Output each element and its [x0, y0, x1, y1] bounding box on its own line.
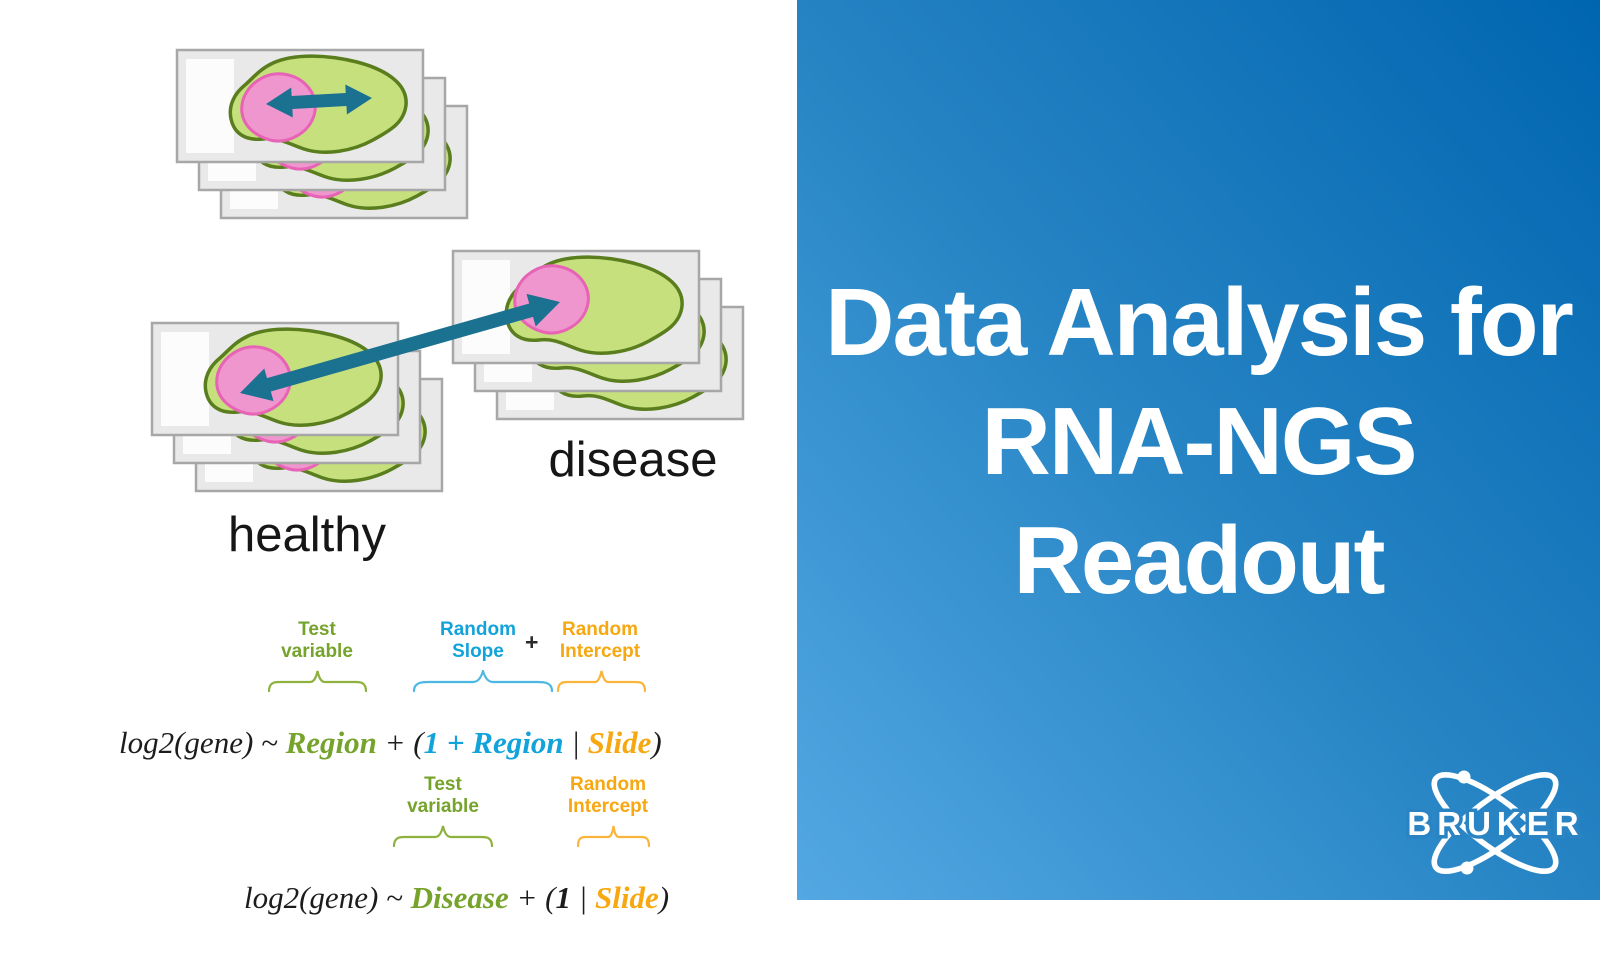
title-line-1: Data Analysis for [825, 269, 1574, 376]
annotation-test-variable-1: Test variable [247, 619, 387, 663]
eq-one-term: 1 [555, 880, 571, 915]
annotation-random-intercept-1: Random Intercept [532, 619, 668, 663]
disease-compare-arrow [240, 293, 560, 402]
eq-operator: + ( [508, 880, 556, 915]
brace-random-intercept-2 [577, 825, 650, 848]
annotation-random-slope: Random Slope [408, 619, 548, 663]
page-title: Data Analysis for RNA-NGS Readout [797, 263, 1600, 620]
eq-bar: | [570, 880, 595, 915]
eq-operator: + ( [376, 725, 424, 760]
bruker-logo: BRUKER [1404, 770, 1584, 875]
annotation-line: Random [562, 619, 638, 640]
eq-intercept-term: Slide [587, 725, 652, 760]
eq-bar: | [563, 725, 588, 760]
tissue-slides-illustration: healthy disease [0, 0, 745, 562]
annotation-line: Test [424, 774, 462, 795]
annotation-random-intercept-2: Random Intercept [540, 774, 676, 818]
title-panel: Data Analysis for RNA-NGS Readout [797, 0, 1600, 900]
annotation-line: variable [407, 796, 479, 817]
slide-stack-top [177, 50, 467, 218]
annotation-test-variable-2: Test variable [373, 774, 513, 818]
annotation-line: Slope [452, 641, 504, 662]
slide-stack-disease [451, 249, 745, 421]
title-line-3: Readout [1013, 507, 1386, 614]
disease-label: disease [549, 433, 718, 487]
eq-intercept-term: Slide [595, 880, 659, 915]
region-compare-arrow [266, 84, 372, 118]
eq-close: ) [651, 725, 662, 760]
eq-slope-term: 1 + Region [423, 725, 564, 760]
brace-test-variable-2 [393, 825, 493, 848]
eq-lhs: log2(gene) ~ [119, 725, 286, 760]
annotation-line: Random [440, 619, 516, 640]
eq-test-term: Disease [410, 880, 509, 915]
illustration-panel: healthy disease Test variable Random Slo… [0, 0, 797, 915]
eq-test-term: Region [285, 725, 377, 760]
annotation-line: Intercept [567, 796, 649, 817]
bruker-logo-text: BRUKER [1407, 805, 1584, 842]
eq-close: ) [658, 880, 670, 915]
equation-random-slope-model: log2(gene) ~ Region + (1 + Region | Slid… [88, 686, 662, 800]
brace-random-intercept-1 [557, 670, 646, 693]
annotation-line: variable [281, 641, 353, 662]
eq-lhs: log2(gene) ~ [244, 880, 411, 915]
brace-random-slope [413, 670, 553, 693]
atom-orbits-icon [1431, 770, 1559, 875]
annotation-plus-sign: + [525, 629, 539, 655]
equation-random-intercept-model: log2(gene) ~ Disease + (1 | Slide) [213, 841, 669, 955]
annotation-line: Random [570, 774, 646, 795]
title-line-2: RNA-NGS [981, 388, 1418, 495]
annotation-line: Intercept [559, 641, 641, 662]
annotation-line: Test [298, 619, 336, 640]
brace-test-variable-1 [268, 670, 367, 693]
healthy-label: healthy [228, 508, 387, 562]
